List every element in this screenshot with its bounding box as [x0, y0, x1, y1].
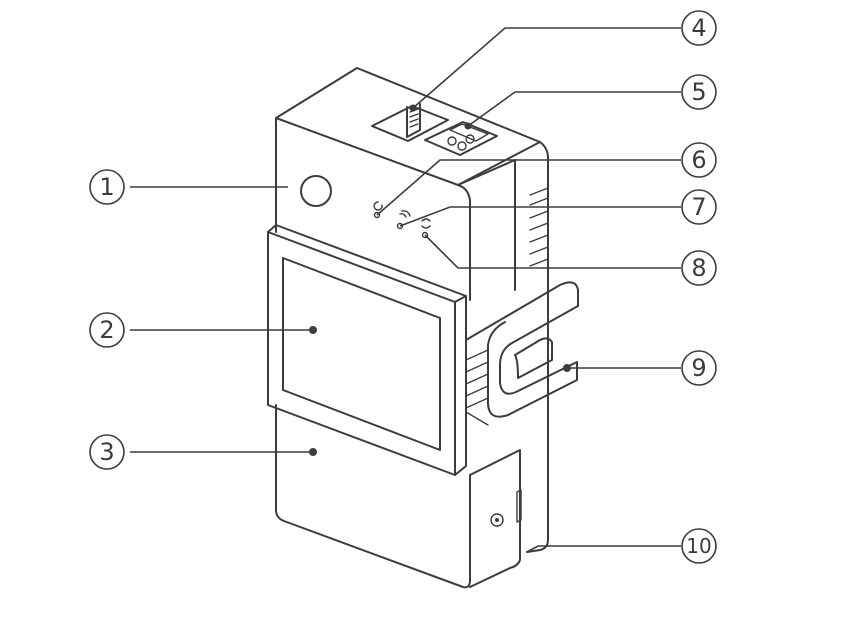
- device-body: [267, 67, 579, 589]
- wifi-icon: [399, 210, 411, 218]
- callout-10: 10: [681, 528, 717, 564]
- wifi-indicator-led: [396, 210, 411, 230]
- callout-2: 2: [89, 312, 125, 348]
- callout-9: 9: [681, 350, 717, 386]
- callout-7: 7: [681, 189, 717, 225]
- svg-text:9: 9: [691, 354, 706, 382]
- svg-text:7: 7: [691, 193, 706, 221]
- vent-slots: [529, 187, 549, 267]
- callout-8: 8: [681, 250, 717, 286]
- link-icon: [421, 218, 431, 229]
- svg-text:1: 1: [99, 173, 114, 201]
- lcd-screen: [267, 224, 467, 476]
- leader-6: [376, 159, 681, 216]
- leader-7: [399, 206, 681, 227]
- callout-4: 4: [681, 10, 717, 46]
- housing-body: [275, 404, 522, 589]
- power-icon: [373, 201, 383, 211]
- callout-3: 3: [89, 434, 125, 470]
- svg-text:2: 2: [99, 316, 114, 344]
- leader-lines: [130, 27, 681, 553]
- right-face: [526, 141, 549, 553]
- callout-1: 1: [89, 169, 125, 205]
- leader-10: [526, 545, 681, 553]
- relay-indicator-led: [421, 218, 431, 239]
- callout-5: 5: [681, 74, 717, 110]
- sensor-port: [371, 103, 449, 142]
- power-indicator-led: [373, 201, 383, 219]
- callout-6: 6: [681, 142, 717, 178]
- leader-8: [424, 234, 681, 269]
- terminal-block: [424, 121, 498, 156]
- svg-text:10: 10: [686, 534, 711, 558]
- svg-text:6: 6: [691, 146, 706, 174]
- svg-text:8: 8: [691, 254, 706, 282]
- svg-text:5: 5: [691, 78, 706, 106]
- power-button: [300, 175, 332, 207]
- leader-4: [412, 27, 681, 109]
- svg-text:3: 3: [99, 438, 114, 466]
- din-rail-clip: [465, 281, 579, 426]
- front-face-upper: [275, 117, 471, 301]
- svg-text:4: 4: [691, 14, 706, 42]
- leader-5: [467, 91, 681, 127]
